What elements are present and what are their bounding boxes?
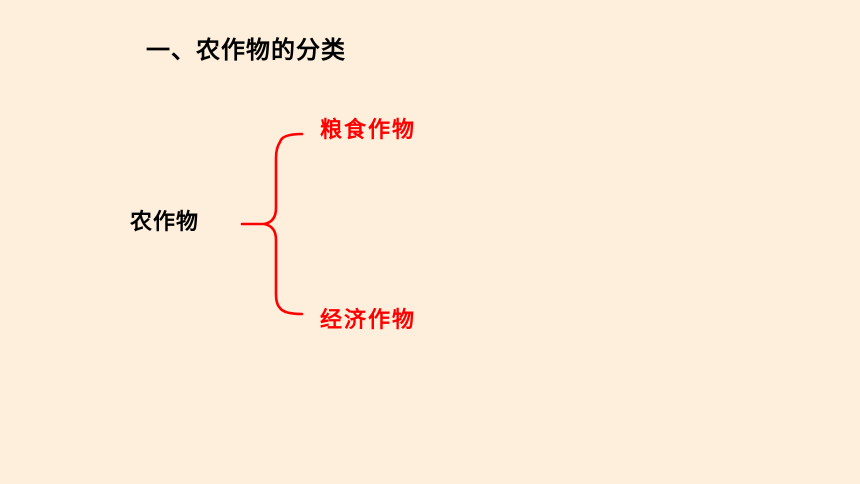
brace-path	[240, 132, 304, 316]
curly-brace	[240, 132, 304, 316]
diagram-root-label: 农作物	[130, 210, 200, 235]
slide-heading: 一、农作物的分类	[146, 36, 346, 64]
branch-label-grain-crops: 粮食作物	[320, 118, 417, 143]
branch-label-cash-crops: 经济作物	[320, 308, 417, 333]
